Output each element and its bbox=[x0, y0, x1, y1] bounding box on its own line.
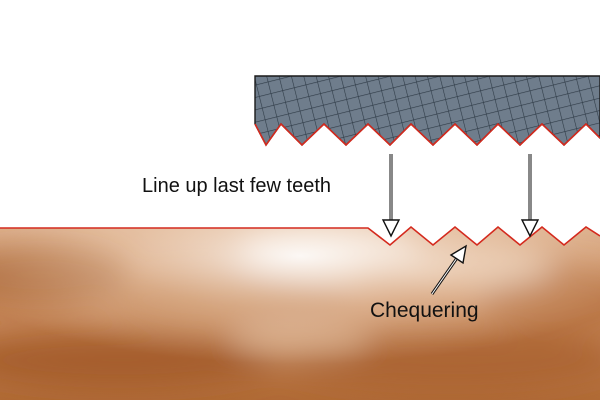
down-arrow-icon bbox=[381, 154, 401, 238]
down-arrow-icon bbox=[520, 154, 540, 238]
tool-body bbox=[254, 75, 600, 147]
tool-teeth-edge bbox=[254, 122, 600, 147]
chequering-label: Chequering bbox=[370, 299, 479, 322]
wood-teeth-edge bbox=[0, 225, 600, 247]
up-right-arrow-icon bbox=[430, 244, 467, 295]
chequering-tool bbox=[254, 75, 600, 147]
line-up-label: Line up last few teeth bbox=[142, 175, 332, 197]
wood-base bbox=[0, 225, 600, 400]
